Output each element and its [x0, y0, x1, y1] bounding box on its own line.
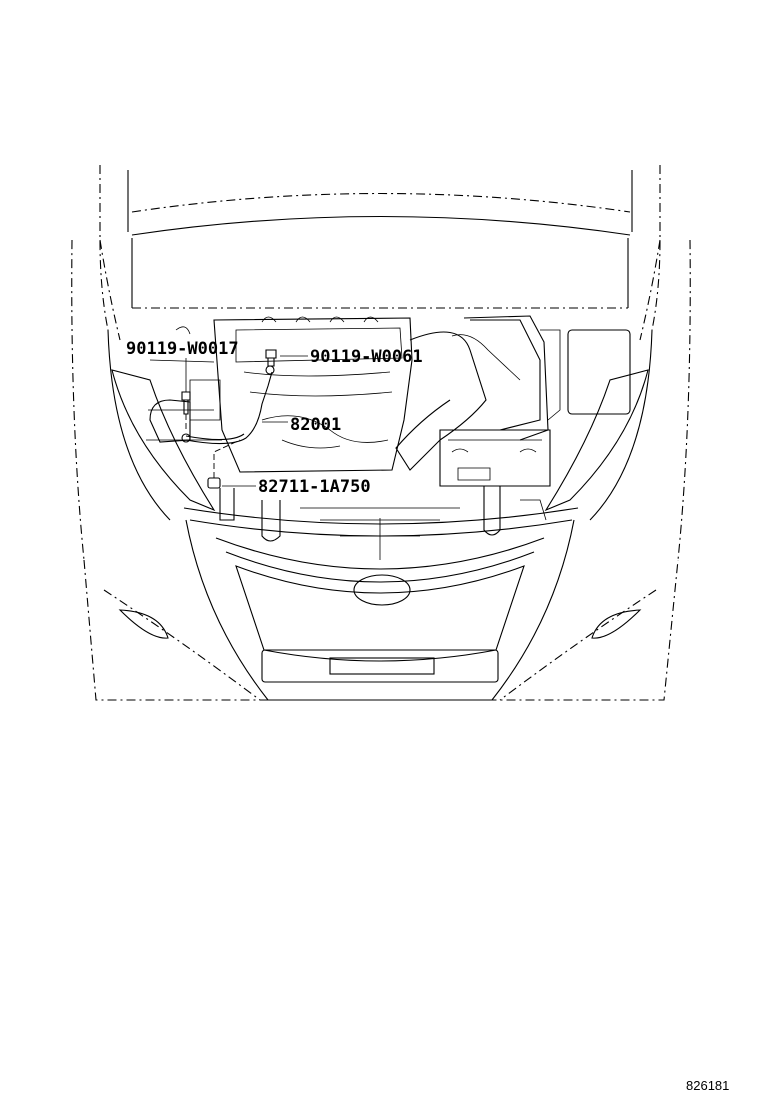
fog-lamp-left-icon	[118, 609, 169, 639]
callout-label-wire-harness[interactable]: 82001	[290, 415, 341, 435]
terminal-right-icon	[265, 365, 275, 375]
headlamp-right-icon	[544, 369, 649, 512]
callout-label-bolt-left[interactable]: 90119-W0017	[126, 339, 239, 359]
headlamp-left-icon	[111, 369, 216, 512]
terminal-left-icon	[181, 433, 191, 443]
relay-box-icon	[567, 329, 631, 415]
vehicle-front-outline	[71, 165, 691, 701]
callout-label-clamp[interactable]: 82711-1A750	[258, 477, 371, 497]
bolt-left-icon	[181, 391, 191, 432]
emblem-icon	[353, 574, 411, 606]
battery-icon	[439, 429, 551, 487]
clamp-icon	[207, 439, 241, 489]
bolt-right-icon	[265, 349, 277, 367]
engine-bay	[146, 315, 631, 560]
wire-harness	[181, 365, 275, 445]
fog-lamp-right-icon	[591, 609, 642, 639]
diagram-reference-number: 826181	[686, 1078, 729, 1093]
callout-label-bolt-right[interactable]: 90119-W0061	[310, 347, 423, 367]
leader-lines	[185, 355, 308, 487]
